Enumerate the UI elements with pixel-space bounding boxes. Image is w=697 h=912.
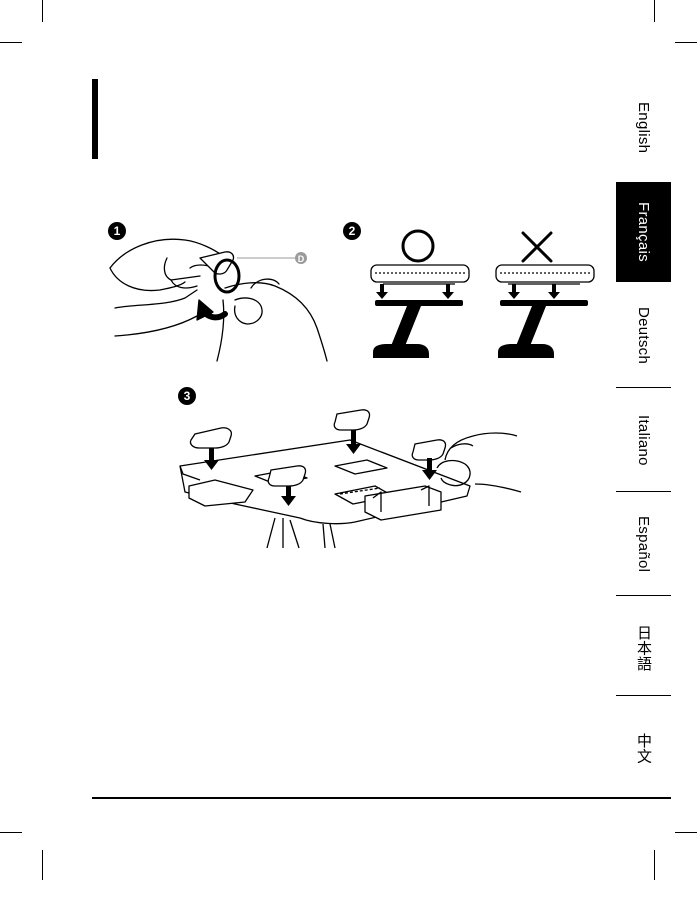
language-sidebar: English Français Deutsch Italiano Españo… [616,78,671,798]
incorrect-mark-icon [523,233,551,261]
crop-mark [675,42,697,43]
tab-divider [616,695,671,696]
crop-mark [42,850,43,880]
tab-label: Deutsch [635,307,652,364]
tab-label: 日本語 [633,625,654,671]
tab-label: 中文 [633,733,654,764]
crop-mark [654,850,655,880]
tab-francais[interactable]: Français [616,182,671,282]
tab-divider [616,387,671,388]
tab-deutsch[interactable]: Deutsch [616,286,671,386]
illustration-step3-attach-pads [175,400,525,550]
tab-label: Italiano [635,415,652,466]
illustration-step2-incorrect-placement [490,228,600,358]
tab-chinese[interactable]: 中文 [616,698,671,798]
crop-mark [0,832,22,833]
crop-mark [654,0,655,22]
tab-espanol[interactable]: Español [616,494,671,594]
tab-label: English [635,102,652,153]
illustration-step1-peel-pad: D [105,228,335,363]
tab-english[interactable]: English [616,78,671,178]
footer-rule [92,797,671,799]
title-accent-bar [92,79,98,159]
tab-label: Español [635,516,652,572]
crop-mark [0,42,22,43]
tab-divider [616,491,671,492]
callout-letter-d: D [298,254,305,264]
crop-mark [675,832,697,833]
step-number-2: 2 [343,222,361,240]
tab-divider [616,595,671,596]
tab-italiano[interactable]: Italiano [616,390,671,490]
illustration-step2-correct-placement [365,228,475,358]
tab-label: Français [635,202,652,262]
crop-mark [42,0,43,22]
tab-japanese[interactable]: 日本語 [616,598,671,698]
correct-mark-icon [403,231,433,261]
